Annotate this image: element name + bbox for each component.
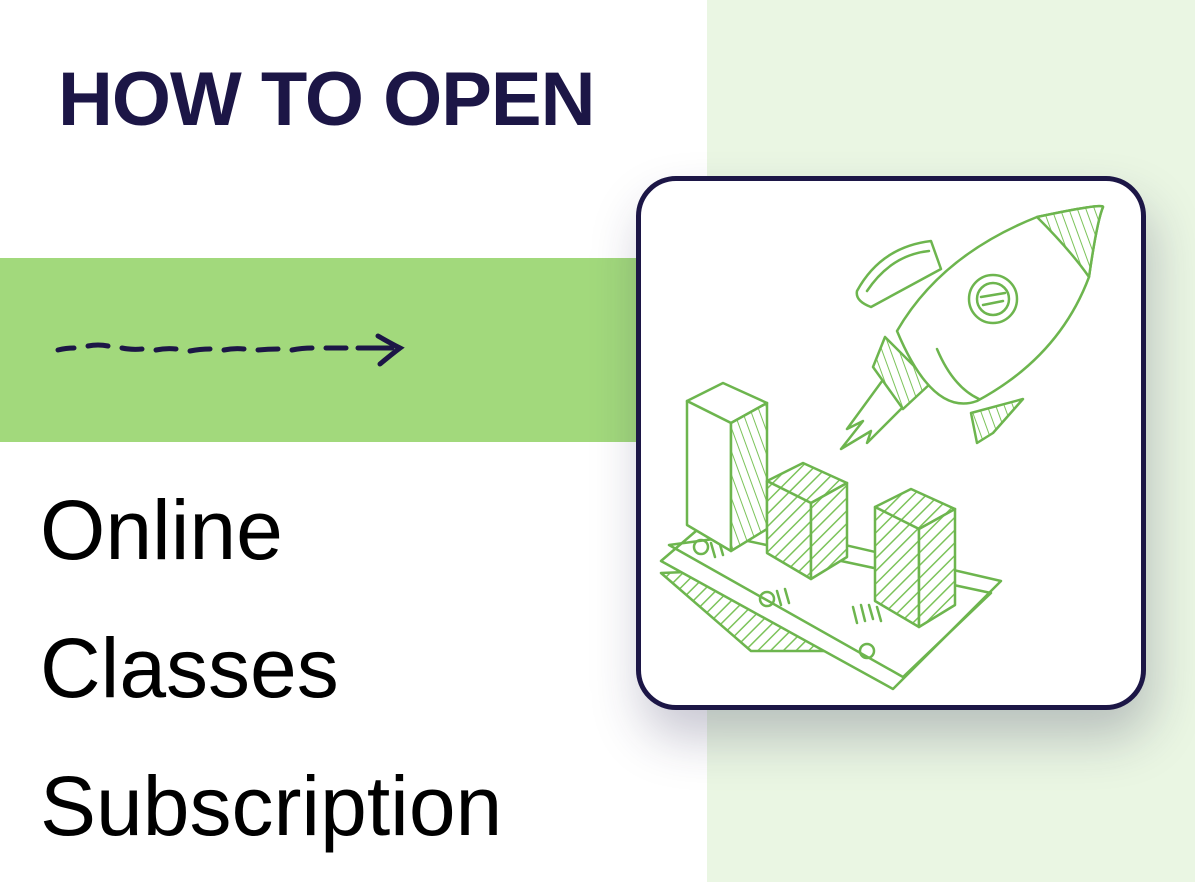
title-line-2: Classes bbox=[40, 621, 339, 715]
dashed-arrow-icon bbox=[55, 333, 405, 367]
title-line-3: Subscription bbox=[40, 759, 503, 853]
illustration-card bbox=[636, 176, 1146, 710]
title-line-1: Online bbox=[40, 483, 283, 577]
headline: HOW TO OPEN bbox=[58, 57, 596, 142]
rocket-and-bar-chart-icon bbox=[659, 204, 1105, 691]
